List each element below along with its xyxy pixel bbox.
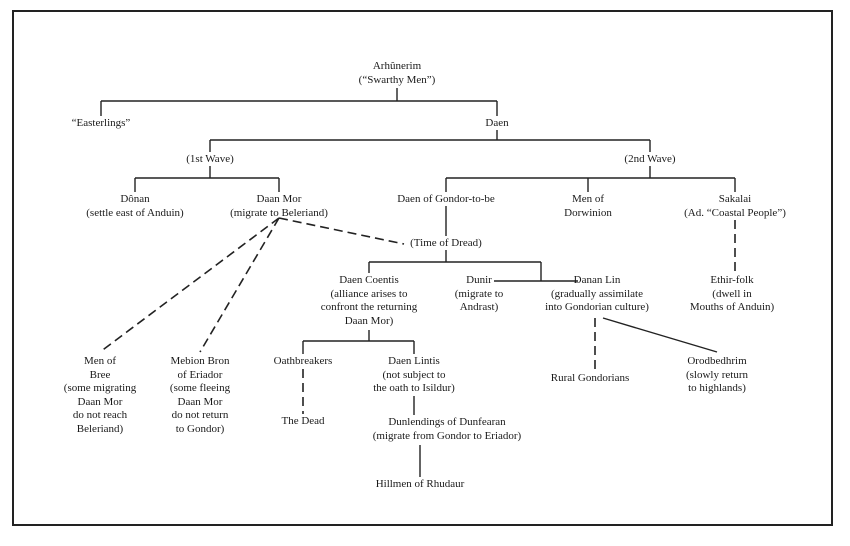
diagram-frame [12, 10, 833, 526]
node-mebion-bron-note-2: Daan Mor [177, 395, 223, 408]
node-daen-lintis-name: Daen Lintis [388, 355, 440, 367]
node-arhunerim-name: Arhûnerim [372, 60, 422, 72]
node-second-wave: (2nd Wave) [624, 153, 675, 167]
node-dunir-note-1: (migrate to [454, 287, 504, 300]
edge-daan-mor-to-bree [99, 217, 280, 353]
node-donan-name: Dônan [120, 193, 150, 205]
node-dunir-name: Dunir [466, 274, 492, 286]
edge-danan-to-orodbedhrim [602, 317, 718, 353]
node-sakalai-name: Sakalai [718, 193, 752, 205]
node-daen-coentis-note-3: Daan Mor) [344, 314, 394, 327]
node-orodbedhrim-note-2: to highlands) [688, 382, 746, 394]
node-mebion-bron: Mebion Bron of Eriador (some fleeing Daa… [170, 355, 230, 436]
node-men-of-bree-name-2: Bree [89, 368, 111, 381]
node-men-dorwinion-note: Dorwinion [564, 206, 612, 219]
node-daen-gondor: Daen of Gondor-to-be [397, 193, 495, 207]
node-danan-lin-note-1: (gradually assimilate [551, 287, 643, 300]
node-daen-name: Daen [485, 117, 509, 129]
node-time-of-dread-name: (Time of Dread) [410, 237, 482, 249]
edge-daan-mor-to-dread [278, 217, 405, 245]
node-arhunerim-note: (“Swarthy Men”) [358, 73, 436, 86]
node-dunlendings-name: Dunlendings of Dunfearan [388, 416, 506, 428]
node-ethir-folk-note-1: (dwell in [712, 287, 752, 300]
node-daan-mor: Daan Mor (migrate to Beleriand) [230, 193, 328, 220]
node-daen-lintis: Daen Lintis (not subject to the oath to … [373, 355, 455, 396]
node-mebion-bron-name-1: Mebion Bron [170, 355, 230, 367]
node-mebion-bron-note-3: do not return [171, 409, 229, 421]
node-rural-gondorians-name: Rural Gondorians [550, 372, 630, 384]
node-men-of-bree-note-3: do not reach [72, 409, 128, 421]
node-daen-lintis-note-1: (not subject to [382, 368, 446, 381]
node-daan-mor-note: (migrate to Beleriand) [230, 206, 328, 219]
node-daen-lintis-note-2: the oath to Isildur) [373, 382, 455, 394]
node-daen-coentis-note-1: (alliance arises to [330, 287, 408, 300]
node-sakalai-note: (Ad. “Coastal People”) [684, 206, 786, 219]
node-donan: Dônan (settle east of Anduin) [86, 193, 183, 220]
node-second-wave-name: (2nd Wave) [624, 153, 676, 165]
node-oathbreakers-name: Oathbreakers [273, 355, 333, 367]
node-easterlings-name: “Easterlings” [71, 117, 131, 129]
node-oathbreakers: Oathbreakers [274, 355, 333, 369]
node-easterlings: “Easterlings” [72, 117, 131, 131]
node-daen-coentis-note-2: confront the returning [320, 301, 418, 313]
node-daen: Daen [485, 117, 508, 131]
node-dunlendings-note: (migrate from Gondor to Eriador) [372, 429, 522, 442]
node-men-dorwinion: Men of Dorwinion [564, 193, 612, 220]
node-time-of-dread: (Time of Dread) [410, 237, 482, 251]
node-donan-note: (settle east of Anduin) [86, 206, 184, 219]
node-orodbedhrim-note-1: (slowly return [685, 368, 749, 381]
node-men-of-bree-name-1: Men of [83, 355, 117, 367]
node-first-wave-name: (1st Wave) [186, 153, 234, 165]
node-mebion-bron-note-4: to Gondor) [175, 422, 225, 435]
node-danan-lin-note-2: into Gondorian culture) [545, 301, 649, 313]
node-ethir-folk-note-2: Mouths of Anduin) [689, 301, 775, 313]
node-men-of-bree-note-4: Beleriand) [76, 422, 124, 435]
node-first-wave: (1st Wave) [186, 153, 233, 167]
node-danan-lin: Danan Lin (gradually assimilate into Gon… [545, 274, 649, 315]
node-sakalai: Sakalai (Ad. “Coastal People”) [684, 193, 786, 220]
node-daan-mor-name: Daan Mor [256, 193, 302, 205]
node-men-of-bree: Men of Bree (some migrating Daan Mor do … [64, 355, 136, 436]
node-dunir: Dunir (migrate to Andrast) [455, 274, 504, 315]
node-orodbedhrim: Orodbedhrim (slowly return to highlands) [686, 355, 748, 396]
node-men-of-bree-note-1: (some migrating [63, 382, 137, 394]
node-the-dead-name: The Dead [281, 415, 325, 427]
node-orodbedhrim-name: Orodbedhrim [687, 355, 747, 367]
node-mebion-bron-name-2: of Eriador [177, 368, 223, 381]
node-dunir-note-2: Andrast) [459, 301, 499, 313]
edge-daan-mor-to-mebion [199, 217, 280, 353]
node-dunlendings: Dunlendings of Dunfearan (migrate from G… [373, 416, 521, 443]
node-hillmen: Hillmen of Rhudaur [376, 478, 465, 492]
node-danan-lin-name: Danan Lin [573, 274, 621, 286]
node-men-dorwinion-name: Men of [571, 193, 605, 205]
node-ethir-folk-name: Ethir-folk [710, 274, 754, 286]
node-rural-gondorians: Rural Gondorians [551, 372, 630, 386]
node-men-of-bree-note-2: Daan Mor [77, 395, 123, 408]
node-arhunerim: Arhûnerim (“Swarthy Men”) [359, 60, 436, 87]
node-mebion-bron-note-1: (some fleeing [169, 382, 231, 394]
node-hillmen-name: Hillmen of Rhudaur [375, 478, 465, 490]
node-daen-coentis: Daen Coentis (alliance arises to confron… [321, 274, 418, 328]
node-daen-coentis-name: Daen Coentis [339, 274, 399, 286]
node-daen-gondor-name: Daen of Gondor-to-be [397, 193, 495, 205]
node-ethir-folk: Ethir-folk (dwell in Mouths of Anduin) [690, 274, 774, 315]
node-the-dead: The Dead [281, 415, 324, 429]
